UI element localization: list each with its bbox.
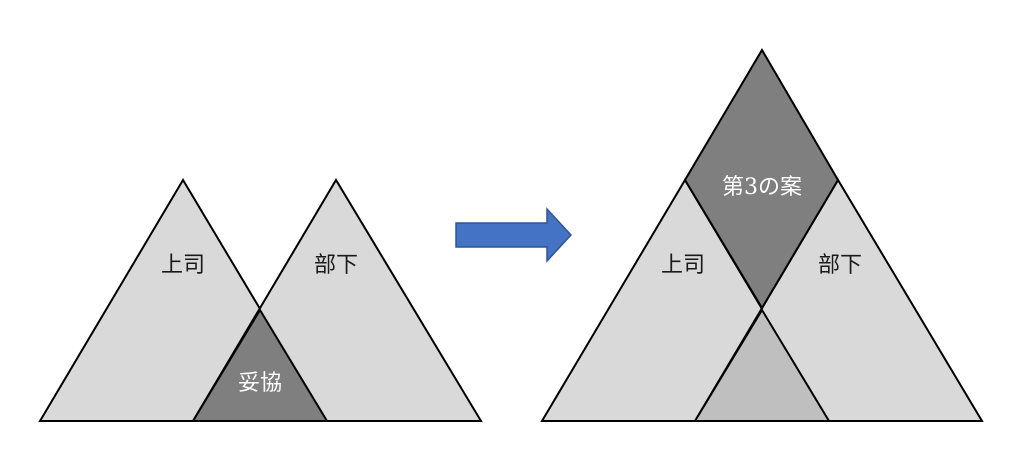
right-subordinate-label: 部下 [818, 253, 862, 278]
right-third-option-label: 第3の案 [722, 175, 802, 200]
left-subordinate-label: 部下 [314, 253, 358, 278]
right-boss-label: 上司 [661, 253, 705, 278]
right-lower-overlap [693, 308, 831, 422]
left-diagram: 上司 部下 妥協 [38, 178, 483, 422]
left-boss-label: 上司 [161, 253, 205, 278]
right-diagram: 第3の案 上司 部下 [540, 48, 984, 422]
right-arrow-icon [455, 207, 573, 263]
left-compromise-label: 妥協 [238, 371, 282, 396]
left-compromise-overlap [191, 308, 329, 422]
right-third-option-diamond [683, 48, 840, 310]
